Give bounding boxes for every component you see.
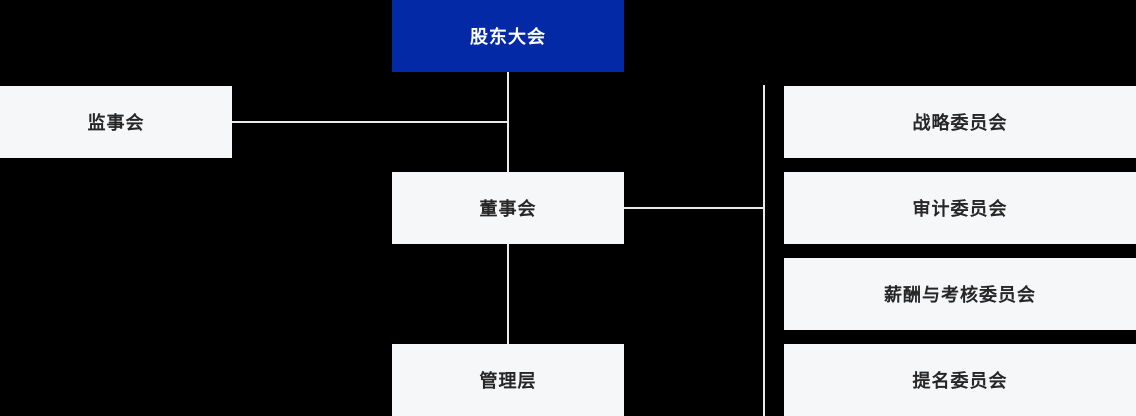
node-committee-audit-label: 审计委员会 (912, 199, 1008, 219)
node-management[interactable]: 管理层 (392, 344, 624, 416)
node-shareholders-meeting[interactable]: 股东大会 (392, 0, 624, 72)
node-committee-remuneration-label: 薪酬与考核委员会 (884, 285, 1036, 305)
node-shareholders-meeting-label: 股东大会 (470, 27, 546, 47)
node-board-of-directors-label: 董事会 (479, 199, 537, 219)
connector-board-to-management (507, 244, 509, 344)
node-supervisory-board-label: 监事会 (87, 113, 145, 133)
node-committee-nomination[interactable]: 提名委员会 (784, 344, 1136, 416)
connector-committee-trunk (763, 85, 765, 416)
node-committee-strategy-label: 战略委员会 (912, 113, 1008, 133)
node-committee-remuneration[interactable]: 薪酬与考核委员会 (784, 258, 1136, 330)
connector-supervisory-to-trunk (232, 121, 509, 123)
node-committee-strategy[interactable]: 战略委员会 (784, 86, 1136, 158)
node-committee-nomination-label: 提名委员会 (912, 371, 1008, 391)
node-board-of-directors[interactable]: 董事会 (392, 172, 624, 244)
node-supervisory-board[interactable]: 监事会 (0, 86, 232, 158)
node-committee-audit[interactable]: 审计委员会 (784, 172, 1136, 244)
node-management-label: 管理层 (479, 371, 537, 391)
connector-board-to-committee-trunk (624, 207, 765, 209)
